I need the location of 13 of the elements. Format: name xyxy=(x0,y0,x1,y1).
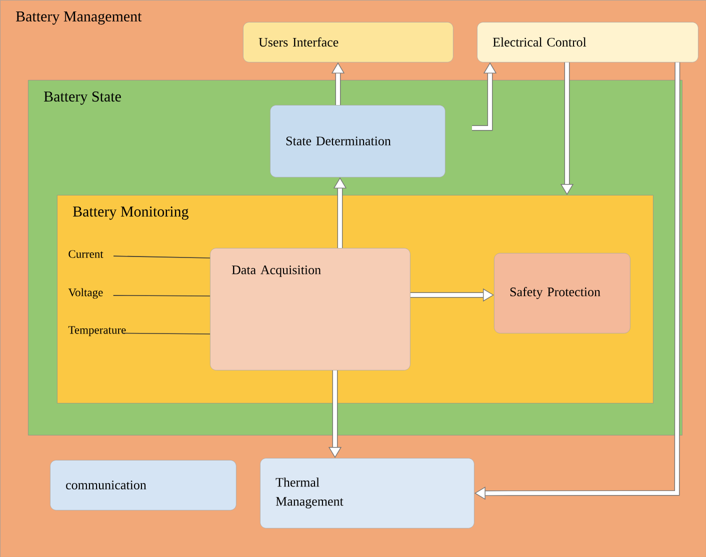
connector-line xyxy=(113,256,210,258)
signal-label: Temperature xyxy=(68,326,126,336)
process-box: Electrical Control xyxy=(477,22,698,62)
signal-label: Voltage xyxy=(68,288,103,299)
process-box: State Determination xyxy=(270,105,446,178)
process-box: Data Acquisition xyxy=(210,248,410,370)
process-box: Users Interface xyxy=(243,22,454,62)
process-box: Safety Protection xyxy=(494,253,630,334)
signal-label: Current xyxy=(68,250,104,258)
connector-line xyxy=(112,295,210,296)
connector-line xyxy=(122,332,210,334)
process-box: Thermal Management xyxy=(260,458,474,528)
process-box: communication xyxy=(50,460,236,510)
